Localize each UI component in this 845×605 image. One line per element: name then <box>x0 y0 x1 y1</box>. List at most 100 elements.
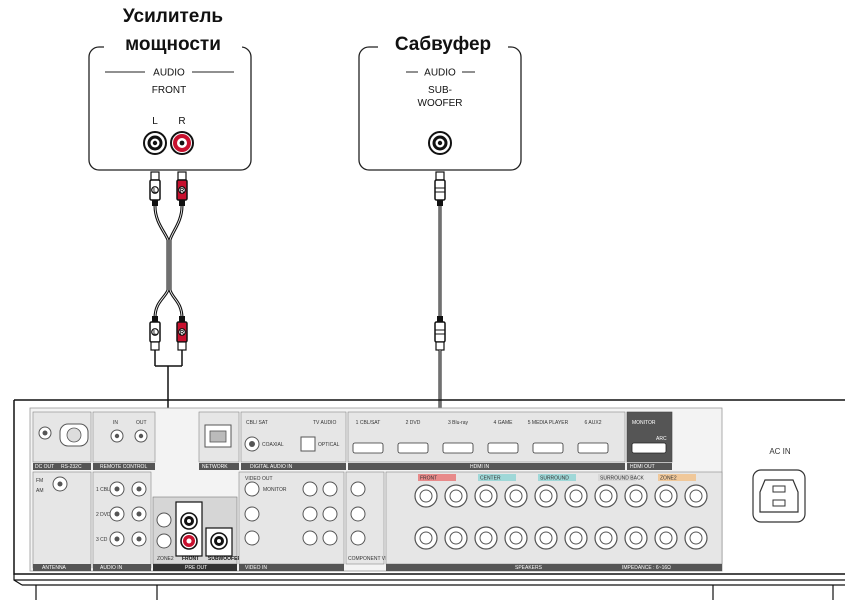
pre-out-subwoofer-label: SUBWOOFER <box>208 556 241 562</box>
dc-out-label: DC OUT <box>35 464 54 470</box>
speaker-terminal-core <box>479 531 493 545</box>
speaker-terminal-core <box>419 489 433 503</box>
amp-title-line1: Усилитель <box>109 6 237 28</box>
amp-plug-left-mark: L <box>153 188 157 194</box>
antenna-label: ANTENNA <box>42 565 67 571</box>
amp-left-jack <box>143 131 167 155</box>
speaker-terminal-core <box>569 531 583 545</box>
amp-audio-label: AUDIO <box>153 68 185 79</box>
rx-plug-right-mark: R <box>180 330 185 336</box>
power-amplifier-box: AUDIO FRONT L R <box>88 46 252 171</box>
speaker-terminal-core <box>449 531 463 545</box>
hdmi-input-port <box>352 442 384 454</box>
speaker-group-tag <box>478 474 516 481</box>
component-out-label: COMPONENT VIDEO OUT <box>348 556 409 562</box>
rs232c-label: RS-232C <box>61 464 82 470</box>
audio-in-jack-pin <box>136 536 142 542</box>
speaker-terminal-core <box>449 489 463 503</box>
speaker-terminal-core <box>599 489 613 503</box>
hdmi-input-port <box>532 442 564 454</box>
rx-plug-left-mark: L <box>153 330 157 336</box>
audio-in-jack-pin <box>114 511 120 517</box>
receiver-rear-panel: DC OUT RS-232C IN OUT REMOTE CONTROL NET… <box>13 399 845 600</box>
hdmi-input-label: 6 AUX2 <box>585 420 602 426</box>
hdmi-input-label: 4 GAME <box>494 420 514 426</box>
pre-out-front-right-jack <box>180 532 198 550</box>
speaker-group-tag <box>658 474 696 481</box>
speaker-group-label: SURROUND BACK <box>600 476 645 482</box>
arc-label: ARC <box>656 436 667 442</box>
speaker-terminal-core <box>569 489 583 503</box>
speaker-terminal-core <box>419 531 433 545</box>
pre-out-front-left-jack <box>180 512 198 530</box>
am-label: AM <box>36 488 44 494</box>
hdmi-out-label: HDMI OUT <box>630 464 655 470</box>
front-rca-cable: L R L R <box>149 171 188 536</box>
speaker-group-tag <box>418 474 456 481</box>
optical-label: OPTICAL <box>318 442 340 448</box>
zone2-label: ZONE2 <box>157 556 174 562</box>
video-out-monitor-label: MONITOR <box>263 487 287 493</box>
audio-in-jack-pin <box>114 486 120 492</box>
speaker-terminal-core <box>539 489 553 503</box>
hdmi-input-port <box>442 442 474 454</box>
sub-woofer-line2: WOOFER <box>418 98 463 109</box>
audio-in-jacks: 1 CBL/ SAT 2 DVD 3 CD <box>96 481 147 547</box>
receiver-plug-left: L <box>149 316 161 351</box>
amp-front-label: FRONT <box>152 85 186 96</box>
hdmi-input-label: 5 MEDIA PLAYER <box>528 420 569 426</box>
hdmi-input-port <box>577 442 609 454</box>
sub-audio-label: AUDIO <box>424 68 456 79</box>
audio-in-jack-pin <box>114 536 120 542</box>
speaker-terminal-core <box>689 531 703 545</box>
sub-woofer-line1: SUB- <box>428 85 452 96</box>
audio-in-row-label: 1 CBL/ SAT <box>96 487 122 493</box>
amp-right-jack <box>170 131 194 155</box>
cbl-sat-digital-label: CBL/ SAT <box>246 420 268 426</box>
remote-in-label: IN <box>113 420 118 426</box>
coaxial-label: COAXIAL <box>262 442 284 448</box>
speakers-label: SPEAKERS <box>515 565 543 571</box>
amp-plug-right: R <box>176 171 188 206</box>
amp-right-label: R <box>178 116 185 127</box>
sub-title: Сабвуфер <box>378 34 508 56</box>
network-label: NETWORK <box>202 464 228 470</box>
speaker-terminal-core <box>599 531 613 545</box>
audio-in-label: AUDIO IN <box>100 565 123 571</box>
tv-audio-label: TV AUDIO <box>313 420 336 426</box>
speaker-group-tag <box>538 474 576 481</box>
pre-out-front-label: FRONT <box>182 556 199 562</box>
hdmi-input-label: 1 CBL/SAT <box>356 420 381 426</box>
audio-in-row-label: 3 CD <box>96 537 108 543</box>
pre-out-label: PRE OUT <box>185 565 207 571</box>
subwoofer-box: AUDIO SUB- WOOFER <box>358 46 522 171</box>
speaker-group-label: ZONE2 <box>660 476 677 482</box>
audio-in-row-label: 2 DVD <box>96 512 111 518</box>
monitor-label: MONITOR <box>632 420 656 426</box>
digital-audio-in-label: DIGITAL AUDIO IN <box>250 464 293 470</box>
speaker-terminal-core <box>509 489 523 503</box>
speaker-terminal-core <box>509 531 523 545</box>
amp-left-label: L <box>152 116 158 127</box>
hdmi-in-label: HDMI IN <box>470 464 490 470</box>
speaker-terminal-core <box>479 489 493 503</box>
pre-out-subwoofer-jack <box>210 532 228 550</box>
speaker-group-tag <box>598 474 636 481</box>
speaker-group-label: SURROUND <box>540 476 569 482</box>
speaker-terminal-core <box>689 489 703 503</box>
impedance-label: IMPEDANCE : 6~16Ω <box>622 565 671 571</box>
speaker-terminal-core <box>629 489 643 503</box>
video-out-label: VIDEO OUT <box>245 476 273 482</box>
amp-title-line2: мощности <box>104 34 242 56</box>
hdmi-input-label: 3 Blu-ray <box>448 420 469 426</box>
speaker-group-label: CENTER <box>480 476 501 482</box>
hdmi-input-port <box>397 442 429 454</box>
remote-out-label: OUT <box>136 420 147 426</box>
subwoofer-jack <box>428 131 452 155</box>
receiver-plug-right: R <box>176 316 188 351</box>
amp-plug-left: L <box>149 171 161 206</box>
